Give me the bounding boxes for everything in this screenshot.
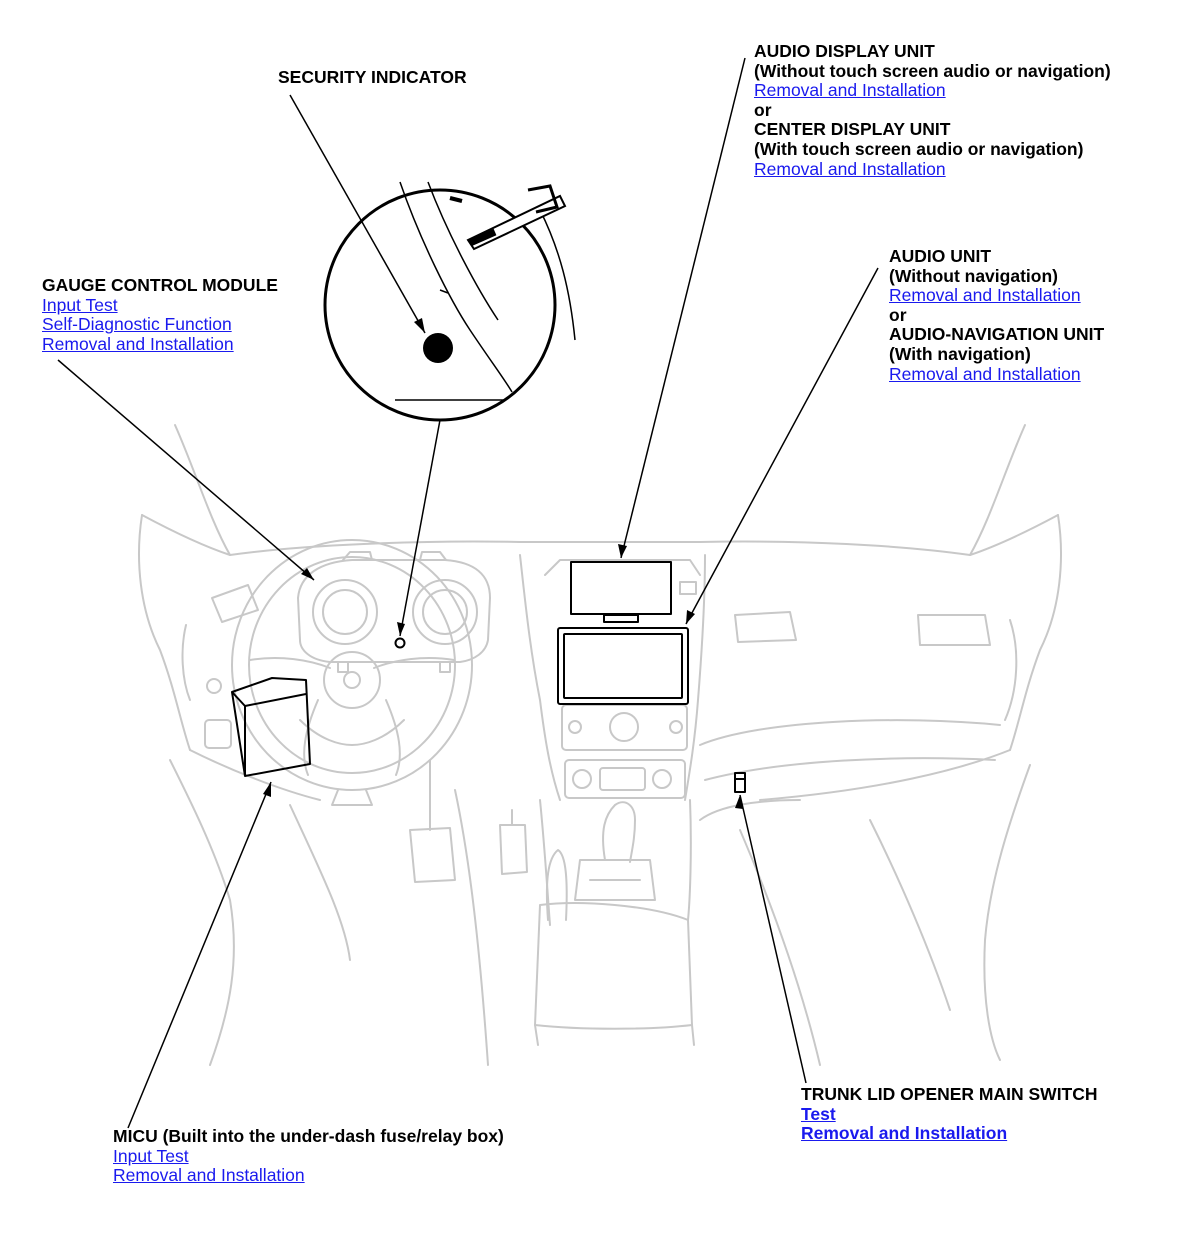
audio-display-or: or: [754, 99, 772, 120]
trunk-lid-test-link[interactable]: Test: [801, 1103, 836, 1124]
audio-navigation-sub2: (With navigation): [889, 343, 1031, 364]
security-indicator-dot: [423, 333, 453, 363]
audio-unit-or: or: [889, 304, 907, 325]
trunk-lid-title: TRUNK LID OPENER MAIN SWITCH: [801, 1084, 1098, 1104]
gauge-control-input-test-link[interactable]: Input Test: [42, 294, 118, 315]
dashboard-outline: [138, 424, 1062, 1066]
security-indicator-title: SECURITY INDICATOR: [278, 67, 467, 87]
gauge-control-title: GAUGE CONTROL MODULE: [42, 275, 278, 295]
audio-unit-removal-link[interactable]: Removal and Installation: [889, 285, 1081, 306]
audio-unit-title: AUDIO UNIT: [889, 246, 992, 266]
center-display-title: CENTER DISPLAY UNIT: [754, 119, 951, 140]
trunk-lid-removal-link[interactable]: Removal and Installation: [801, 1123, 1008, 1144]
security-indicator-magnifier: [323, 181, 576, 422]
center-display-sub2: (With touch screen audio or navigation): [754, 138, 1084, 159]
audio-navigation-title: AUDIO-NAVIGATION UNIT: [889, 324, 1105, 345]
audio-display-removal-link[interactable]: Removal and Installation: [754, 80, 946, 101]
leader-arrowheads: [263, 318, 743, 809]
component-outlines: [231, 561, 746, 793]
micu-label: MICU (Built into the under-dash fuse/rel…: [113, 1126, 504, 1186]
leader-lines: [57, 57, 879, 1129]
audio-display-label: AUDIO DISPLAY UNIT (Without touch screen…: [754, 41, 1111, 179]
micu-title: MICU (Built into the under-dash fuse/rel…: [113, 1126, 504, 1146]
center-display-removal-link[interactable]: Removal and Installation: [754, 158, 946, 179]
audio-display-title: AUDIO DISPLAY UNIT: [754, 41, 935, 61]
micu-removal-link[interactable]: Removal and Installation: [113, 1165, 305, 1186]
audio-display-sub1: (Without touch screen audio or navigatio…: [754, 60, 1111, 81]
audio-unit-sub1: (Without navigation): [889, 265, 1058, 286]
gauge-control-self-diagnostic-link[interactable]: Self-Diagnostic Function: [42, 314, 232, 335]
trunk-lid-label: TRUNK LID OPENER MAIN SWITCH Test Remova…: [801, 1084, 1098, 1144]
audio-unit-label: AUDIO UNIT (Without navigation) Removal …: [889, 246, 1105, 384]
gauge-control-label: GAUGE CONTROL MODULE Input Test Self-Dia…: [42, 275, 278, 354]
gauge-control-removal-link[interactable]: Removal and Installation: [42, 333, 234, 354]
security-indicator-label: SECURITY INDICATOR: [278, 67, 467, 88]
micu-input-test-link[interactable]: Input Test: [113, 1145, 189, 1166]
audio-navigation-removal-link[interactable]: Removal and Installation: [889, 363, 1081, 384]
